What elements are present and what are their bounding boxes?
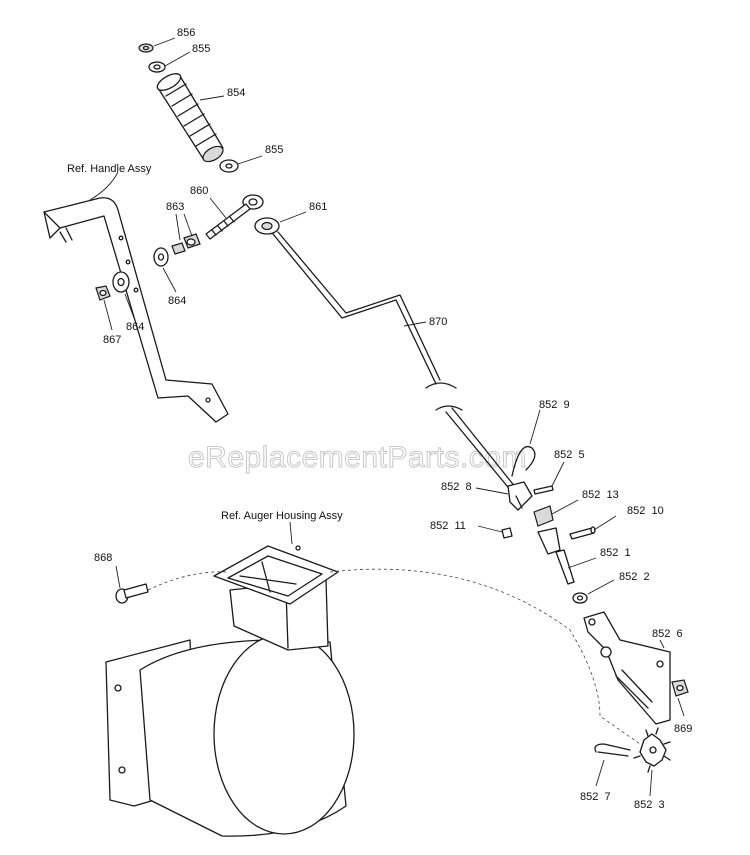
watermark-text: eReplacementParts.com xyxy=(188,441,527,474)
washer-856 xyxy=(138,43,154,53)
callout-labels: 856 855 854 855 860 863 861 864 864 867 … xyxy=(67,27,692,811)
washer-855-top xyxy=(148,61,166,73)
label-854: 854 xyxy=(227,87,245,99)
grip-854 xyxy=(156,73,224,163)
handle-assembly xyxy=(43,197,229,423)
label-868: 868 xyxy=(94,552,112,564)
label-869: 869 xyxy=(674,723,692,735)
label-864-right: 864 xyxy=(168,295,186,307)
bolt-868 xyxy=(115,583,149,604)
label-ref-handle: Ref. Handle Assy xyxy=(67,163,152,175)
screw-852-11 xyxy=(501,527,513,539)
label-863: 863 xyxy=(166,201,184,213)
pin-852-10 xyxy=(569,526,596,540)
label-852-13: 852 13 xyxy=(582,489,619,501)
clevis-852-8 xyxy=(507,481,533,511)
leader-lines xyxy=(89,37,685,797)
bushing-852-13 xyxy=(533,505,554,527)
label-864-left: 864 xyxy=(126,321,144,333)
washer-855-mid xyxy=(219,159,239,173)
label-ref-auger: Ref. Auger Housing Assy xyxy=(221,510,343,522)
washers-864 xyxy=(112,247,169,293)
label-855-mid: 855 xyxy=(265,144,283,156)
label-852-10: 852 10 xyxy=(627,505,664,517)
label-852-7: 852 7 xyxy=(580,791,611,803)
pin-852-9 xyxy=(511,446,536,477)
nuts-863 xyxy=(171,233,201,255)
nut-867 xyxy=(95,285,111,301)
auger-housing xyxy=(105,545,355,837)
shaft-852-1 xyxy=(537,527,575,585)
label-852-1: 852 1 xyxy=(600,547,631,559)
label-852-8: 852 8 xyxy=(441,481,472,493)
label-852-3: 852 3 xyxy=(634,799,665,811)
gear-852-3 xyxy=(633,727,671,773)
label-867: 867 xyxy=(103,334,121,346)
label-870: 870 xyxy=(429,316,447,328)
cable-path xyxy=(147,568,641,745)
label-852-9: 852 9 xyxy=(539,399,570,411)
label-852-2: 852 2 xyxy=(619,571,650,583)
label-855-top: 855 xyxy=(192,43,210,55)
bracket-852-6 xyxy=(583,611,671,725)
label-852-11: 852 11 xyxy=(430,520,466,532)
pin-852-5 xyxy=(533,485,554,495)
washer-852-2 xyxy=(572,592,588,604)
washer-861 xyxy=(254,217,280,235)
label-852-6: 852 6 xyxy=(652,628,683,640)
eyebolt-860 xyxy=(205,194,264,240)
label-856: 856 xyxy=(177,27,195,39)
label-852-5: 852 5 xyxy=(554,449,585,461)
nut-869 xyxy=(671,679,689,697)
label-861: 861 xyxy=(309,201,327,213)
label-860: 860 xyxy=(190,185,208,197)
cotter-pin-852-7 xyxy=(594,743,631,757)
rod-870 xyxy=(272,231,517,493)
